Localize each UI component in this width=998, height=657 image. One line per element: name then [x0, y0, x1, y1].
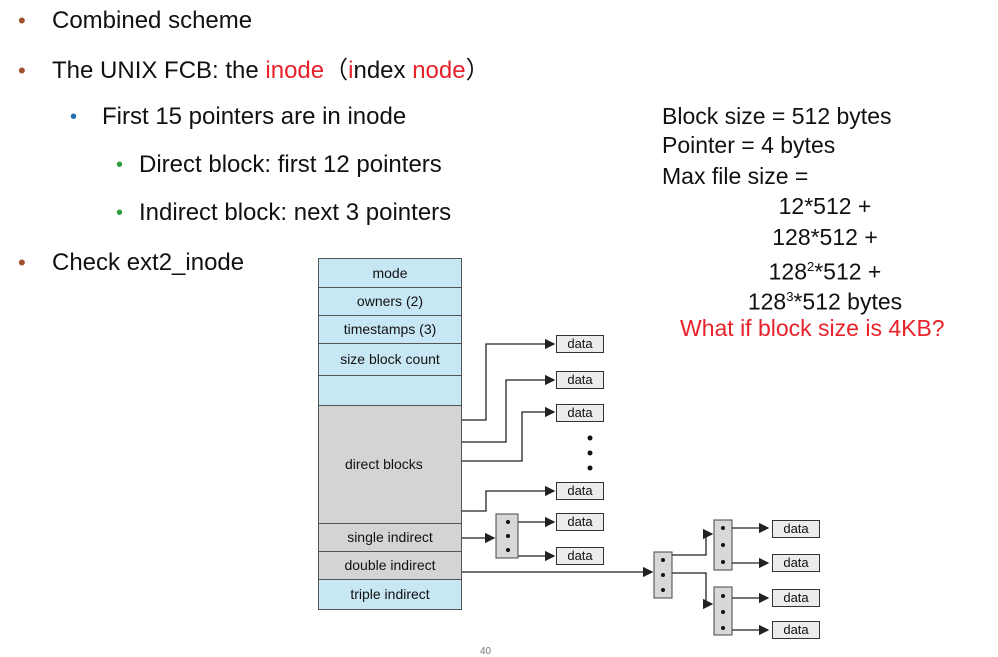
slide-number: 40 [480, 646, 492, 657]
calc-term-double: 1282*512 + [700, 252, 950, 287]
inode-triple-indirect: triple indirect [318, 579, 462, 610]
bullet-dot: • [116, 154, 124, 176]
inode-timestamps: timestamps (3) [318, 315, 462, 344]
calc-exponent: 3 [786, 289, 794, 304]
calc-max-file-size: Max file size = [662, 163, 809, 189]
calc-base: 128 [768, 258, 807, 285]
data-block: data [772, 554, 820, 572]
calc-rest: *512 bytes [793, 288, 903, 315]
text-prefix: The UNIX FCB: the [52, 57, 266, 84]
data-block: data [556, 404, 604, 422]
bullet-unix-fcb: The UNIX FCB: the inode（index node） [52, 56, 490, 86]
data-block: data [772, 520, 820, 538]
calc-rest: *512 + [814, 258, 882, 285]
inode-empty-field [318, 375, 462, 406]
diagram-arrows [449, 338, 770, 636]
inode-direct-blocks: direct blocks [318, 405, 462, 524]
sub-bullet-first-15: First 15 pointers are in inode [102, 103, 407, 130]
bullet-check-ext2: Check ext2_inode [52, 249, 245, 276]
data-block: data [556, 482, 604, 500]
data-block: data [556, 513, 604, 531]
bullet-dot: • [70, 106, 78, 128]
inode-single-indirect: single indirect [318, 523, 462, 552]
calc-term-triple: 1283*512 bytes [700, 282, 950, 317]
term-node: node [412, 57, 466, 84]
calc-block-size: Block size = 512 bytes [662, 103, 892, 129]
bullet-dot: • [116, 202, 124, 224]
calc-term-single: 128*512 + [772, 224, 878, 250]
paren-open: （ [324, 57, 349, 84]
inode-mode: mode [318, 258, 462, 288]
paren-close: ） [465, 57, 490, 84]
inode-diagram: mode owners (2) timestamps (3) size bloc… [316, 258, 828, 639]
calc-term-direct: 12*512 + [778, 193, 872, 219]
subsub-bullet-indirect: Indirect block: next 3 pointers [139, 199, 452, 226]
calc-question: What if block size is 4KB? [680, 315, 945, 341]
calc-pointer-size: Pointer = 4 bytes [662, 132, 836, 158]
subsub-bullet-direct: Direct block: first 12 pointers [139, 151, 442, 178]
calc-exponent: 2 [806, 259, 815, 274]
bullet-dot: • [18, 250, 26, 275]
inode-owners: owners (2) [318, 287, 462, 316]
inode-size-block-count: size block count [318, 343, 462, 376]
term-inode: inode [265, 57, 325, 84]
calc-base: 128 [747, 288, 787, 315]
data-block: data [556, 335, 604, 353]
inode-double-indirect: double indirect [318, 551, 462, 580]
data-block: data [772, 621, 820, 639]
bullet-dot: • [18, 8, 26, 33]
term-i: i [348, 57, 354, 84]
data-block: data [556, 371, 604, 389]
data-block: data [772, 589, 820, 607]
bullet-dot: • [18, 58, 26, 83]
bullet-combined-scheme: Combined scheme [52, 7, 253, 34]
text-mid: ndex [353, 57, 413, 84]
data-block: data [556, 547, 604, 565]
